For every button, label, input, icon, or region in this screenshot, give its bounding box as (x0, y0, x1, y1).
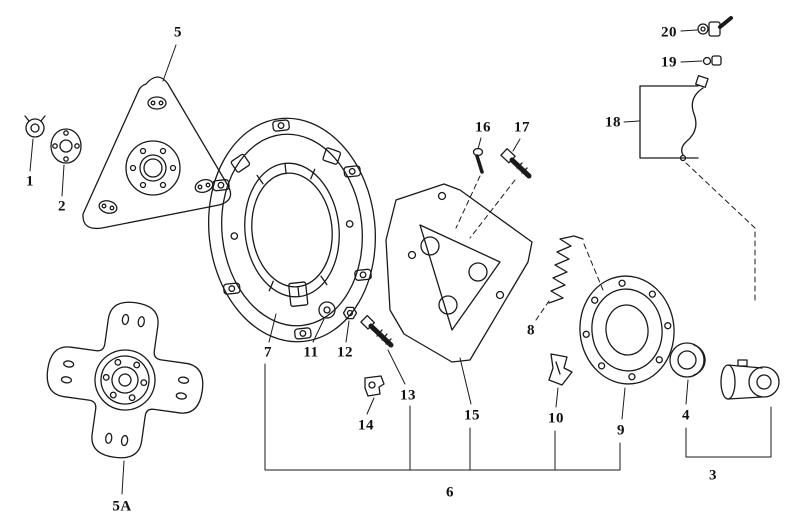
part-2-hub-flange (50, 128, 82, 164)
part-3-release-sleeve (720, 359, 780, 400)
part-1-clip (24, 115, 46, 138)
group-bracket-6 (264, 363, 621, 471)
part-label-18: 18 (605, 114, 621, 131)
dashed-alignment-lines (455, 162, 756, 321)
part-label-7: 7 (264, 344, 272, 361)
part-label-2: 2 (58, 198, 66, 215)
part-label-12: 12 (337, 344, 353, 361)
part-4-release-bearing (669, 342, 706, 378)
part-13-bolt (360, 314, 394, 348)
part-label-9: 9 (617, 422, 625, 439)
part-7-clutch-cover (207, 117, 377, 343)
part-19-fitting (702, 55, 722, 66)
part-label-19: 19 (661, 54, 677, 71)
part-label-5: 5 (174, 24, 182, 41)
part-5-clutch-disc (82, 76, 232, 230)
part-14-clip (364, 375, 385, 397)
part-label-14: 14 (358, 417, 374, 434)
part-label-11: 11 (303, 344, 319, 361)
part-label-13: 13 (400, 387, 416, 404)
part-15-cover-plate (385, 183, 533, 363)
part-16-stud (472, 147, 484, 174)
part-label-16: 16 (475, 119, 491, 136)
group-bracket-3 (685, 406, 772, 458)
part-label-17: 17 (514, 119, 530, 136)
part-11-washer (318, 301, 336, 319)
part-17-bolt (500, 148, 532, 179)
part-10-bracket (548, 353, 573, 386)
part-label-3: 3 (709, 467, 717, 484)
part-label-4: 4 (682, 407, 690, 424)
part-label-10: 10 (548, 410, 564, 427)
part-label-20: 20 (661, 24, 677, 41)
part-label-15: 15 (464, 407, 480, 424)
part-9-pressure-plate (579, 275, 675, 385)
part-5a-clutch-disc (46, 301, 204, 459)
part-20-switch (697, 16, 733, 37)
part-label-8: 8 (527, 322, 535, 339)
part-label-6: 6 (446, 484, 454, 501)
part-18-cable-bracket (639, 75, 709, 162)
part-8-spring (548, 235, 584, 304)
leader-lines (29, 29, 703, 495)
part-label-1: 1 (26, 173, 34, 190)
part-label-5a: 5A (112, 498, 132, 515)
part-12-nut (342, 306, 358, 320)
